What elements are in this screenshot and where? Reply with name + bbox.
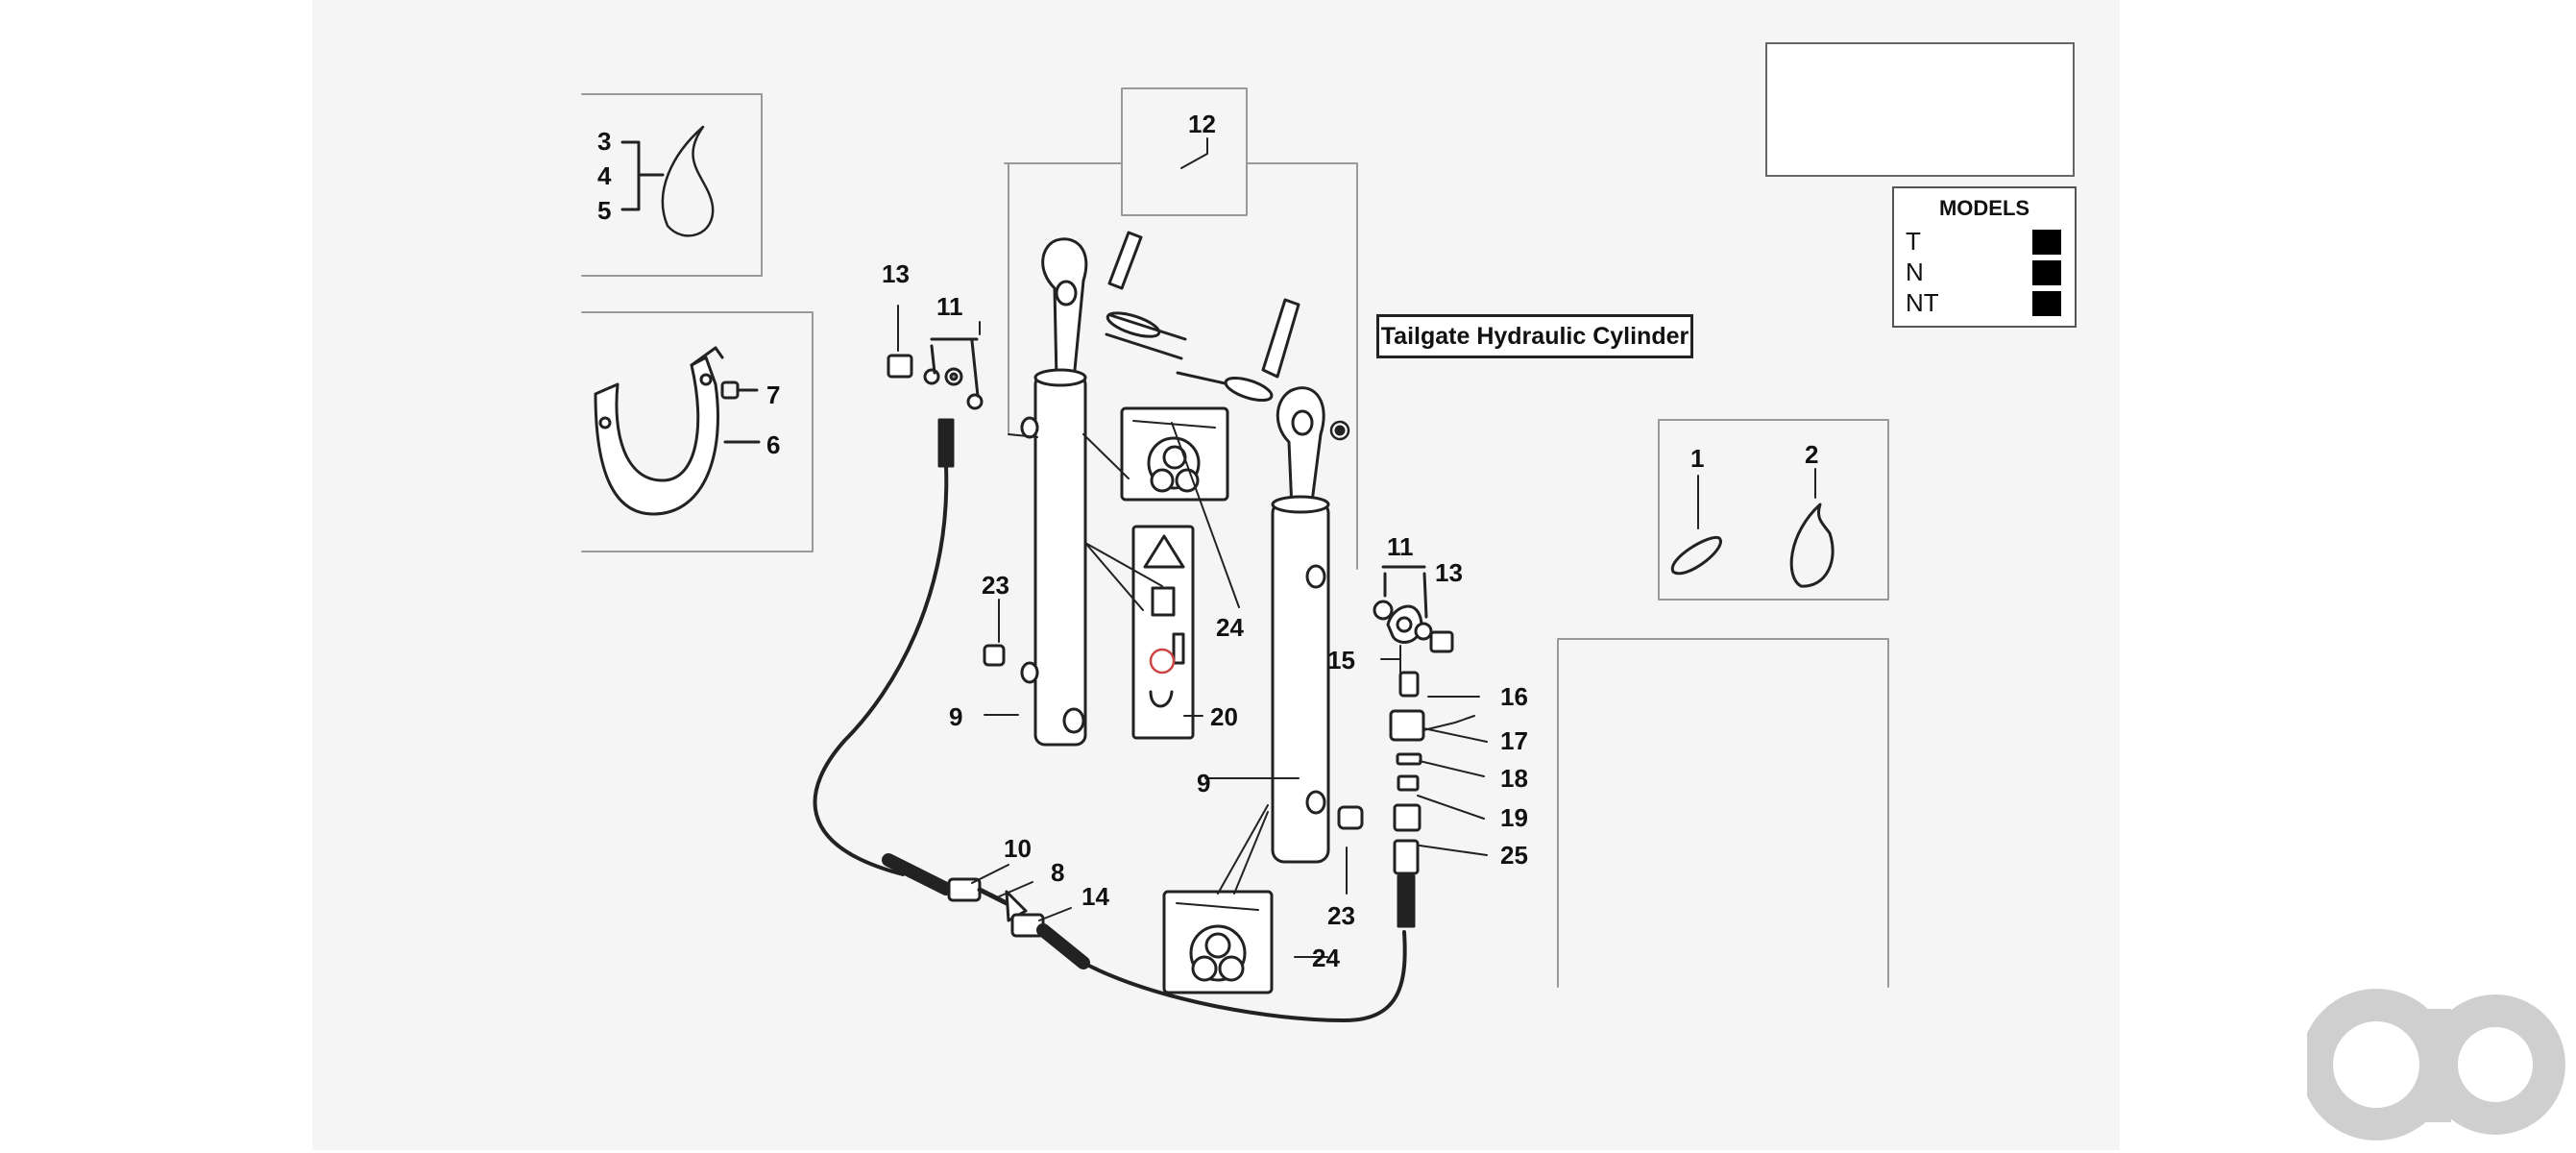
callout-9: 9 [949,702,963,731]
models-heading: MODELS [1938,196,2030,220]
hydraulic-cylinder-left [1020,237,1088,747]
machine-preview-box [1765,42,2075,177]
callout-8: 8 [1051,858,1065,887]
fitting-stack-right [1373,565,1475,928]
callout-7: 7 [766,380,781,409]
model-code: T [1906,227,1921,256]
callout-4: 4 [597,161,612,190]
callout-13: 13 [882,259,910,288]
callout-2: 2 [1805,440,1819,469]
pin-drawings [1105,231,1300,403]
callout-11: 11 [1387,532,1414,561]
leader-lines [897,137,1816,958]
callout-25: 25 [1500,841,1528,870]
callout-19: 19 [1500,803,1528,832]
model-swatch [2032,230,2061,255]
callout-18: 18 [1500,764,1528,793]
hose-left [813,418,1407,1022]
models-legend: MODELS T N NT [1892,186,2077,328]
model-code: NT [1906,288,1939,317]
callout-23: 23 [982,571,1009,600]
model-code: N [1906,258,1924,286]
model-row: T [1906,227,2069,256]
model-row: NT [1906,288,2069,317]
callout-23: 23 [1327,901,1355,930]
ring-drawings [1670,503,1835,588]
callout-20: 20 [1210,702,1238,731]
callout-6: 6 [766,430,781,459]
callout-24: 24 [1312,944,1340,972]
callout-24: 24 [1216,613,1244,642]
brand-logo [2307,989,2565,1141]
callout-12: 12 [1188,110,1216,138]
hydraulic-cylinder-right [1271,386,1350,864]
callout-10: 10 [1004,834,1032,863]
plug-drawings [983,644,1364,830]
decal-drawings [1120,406,1274,994]
callout-15: 15 [1327,646,1355,675]
clip-drawing-3-4-5 [620,125,715,237]
callout-11: 11 [936,292,963,321]
callout-3: 3 [597,127,612,156]
callout-14: 14 [1081,882,1109,911]
inset-frames [581,87,1889,988]
model-row: N [1906,258,2069,286]
callout-16: 16 [1500,682,1528,711]
u-bracket-drawing [594,346,761,516]
callout-1: 1 [1690,444,1705,473]
callout-5: 5 [597,196,612,225]
model-swatch [2032,291,2061,316]
callout-9: 9 [1197,769,1211,797]
fitting-set-left [887,337,984,410]
callout-13: 13 [1435,558,1463,587]
model-swatch [2032,260,2061,285]
diagram-title: Tailgate Hydraulic Cylinder [1376,314,1693,358]
callout-17: 17 [1500,726,1528,755]
